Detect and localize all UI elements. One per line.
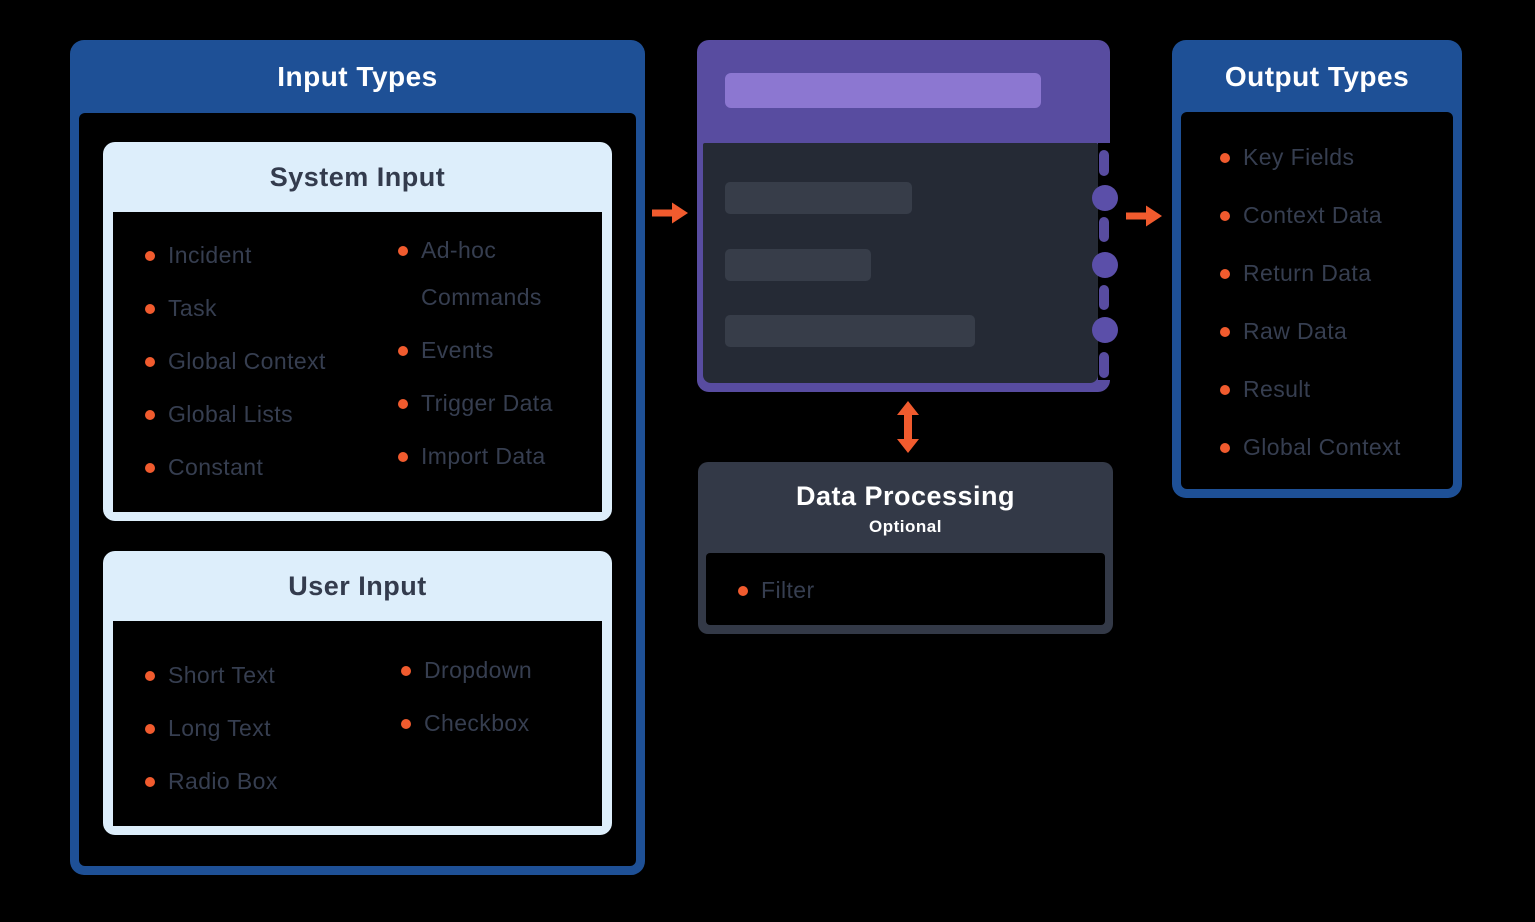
list-item-label: Short Text — [168, 662, 276, 688]
port-connector-dash — [1099, 352, 1109, 378]
arrow-vertical-double-icon — [897, 401, 919, 453]
system-input-right-column: Ad-hoc Commands Events Trigger Data Impo… — [398, 227, 594, 486]
list-item: Trigger Data — [398, 380, 594, 427]
system-input-list: Incident Task Global Context Global List… — [113, 212, 602, 512]
list-item-label: Raw Data — [1243, 318, 1348, 344]
list-item-label: Dropdown — [424, 657, 533, 683]
list-item-label: Filter — [761, 577, 815, 603]
placeholder-bar — [725, 249, 871, 281]
data-processing-card: Data Processing Optional Filter — [698, 462, 1113, 634]
bullet-icon — [145, 777, 155, 787]
port-connector-dash — [1099, 285, 1109, 310]
list-item: Long Text — [145, 705, 375, 752]
bullet-icon — [145, 251, 155, 261]
list-item: Ad-hoc Commands — [398, 227, 594, 321]
bullet-icon — [1220, 153, 1230, 163]
placeholder-bar — [725, 315, 975, 347]
list-item-label: Global Lists — [168, 401, 293, 427]
list-item-label: Result — [1243, 376, 1311, 402]
list-item: Global Context — [145, 338, 375, 385]
port-connector-dash — [1099, 217, 1109, 242]
list-item: Task — [145, 285, 375, 332]
list-item: Short Text — [145, 652, 375, 699]
output-types-title: Output Types — [1224, 61, 1410, 92]
bullet-icon — [738, 586, 748, 596]
user-input-list: Short Text Long Text Radio Box Dropdown … — [113, 621, 602, 826]
list-item-label: Radio Box — [168, 768, 278, 794]
arrow-right-icon — [652, 202, 688, 224]
list-item-label: Checkbox — [424, 710, 530, 736]
bullet-icon — [145, 304, 155, 314]
output-types-list: Key Fields Context Data Return Data Raw … — [1181, 112, 1453, 471]
user-input-left-column: Short Text Long Text Radio Box — [145, 652, 375, 811]
list-item: Return Data — [1220, 250, 1453, 297]
list-item: Global Lists — [145, 391, 375, 438]
bullet-icon — [145, 410, 155, 420]
list-item: Constant — [145, 444, 375, 491]
port-connector-dash — [1099, 150, 1109, 176]
user-input-card: User Input Short Text Long Text Radio Bo… — [103, 551, 612, 835]
list-item: Incident — [145, 232, 375, 279]
list-item: Radio Box — [145, 758, 375, 805]
output-types-panel: Output Types Key Fields Context Data Ret… — [1172, 40, 1462, 498]
bullet-icon — [401, 666, 411, 676]
data-processing-subtitle: Optional — [869, 517, 942, 536]
list-item-label: Ad-hoc Commands — [421, 237, 542, 310]
list-item: Context Data — [1220, 192, 1453, 239]
bullet-icon — [145, 724, 155, 734]
list-item-label: Key Fields — [1243, 144, 1355, 170]
system-input-card: System Input Incident Task Global Contex… — [103, 142, 612, 521]
bullet-icon — [145, 357, 155, 367]
arrow-right-icon — [1126, 205, 1162, 227]
list-item-label: Global Context — [1243, 434, 1401, 460]
bullet-icon — [1220, 269, 1230, 279]
list-item-label: Constant — [168, 454, 264, 480]
playbook-node — [697, 40, 1118, 392]
bullet-icon — [145, 463, 155, 473]
system-input-title: System Input — [269, 162, 446, 192]
list-item: Import Data — [398, 433, 594, 480]
bullet-icon — [401, 719, 411, 729]
list-item-label: Import Data — [421, 443, 546, 469]
user-input-title: User Input — [288, 571, 427, 601]
bullet-icon — [145, 671, 155, 681]
list-item: Key Fields — [1220, 134, 1453, 181]
list-item-label: Task — [168, 295, 217, 321]
list-item: Checkbox — [401, 700, 591, 747]
input-types-panel: Input Types System Input Incident Task G… — [70, 40, 645, 875]
system-input-left-column: Incident Task Global Context Global List… — [145, 232, 375, 497]
list-item-label: Global Context — [168, 348, 326, 374]
bullet-icon — [1220, 443, 1230, 453]
list-item: Dropdown — [401, 647, 591, 694]
placeholder-bar — [725, 182, 912, 214]
list-item: Global Context — [1220, 424, 1453, 471]
list-item-label: Return Data — [1243, 260, 1372, 286]
list-item-label: Long Text — [168, 715, 271, 741]
bullet-icon — [398, 399, 408, 409]
bullet-icon — [398, 246, 408, 256]
list-item-label: Events — [421, 337, 494, 363]
list-item: Events — [398, 327, 594, 374]
user-input-right-column: Dropdown Checkbox — [401, 647, 591, 753]
port-icon — [1092, 252, 1118, 278]
bullet-icon — [1220, 211, 1230, 221]
list-item: Filter — [738, 567, 1105, 614]
node-title-bar — [725, 73, 1041, 108]
list-item-label: Context Data — [1243, 202, 1383, 228]
list-item: Result — [1220, 366, 1453, 413]
port-icon — [1092, 317, 1118, 343]
data-processing-title: Data Processing — [795, 481, 1016, 511]
list-item-label: Incident — [168, 242, 252, 268]
list-item: Raw Data — [1220, 308, 1453, 355]
bullet-icon — [398, 452, 408, 462]
list-item-label: Trigger Data — [421, 390, 553, 416]
bullet-icon — [1220, 327, 1230, 337]
port-icon — [1092, 185, 1118, 211]
data-processing-list: Filter — [706, 553, 1105, 625]
bullet-icon — [1220, 385, 1230, 395]
bullet-icon — [398, 346, 408, 356]
output-types-body: Key Fields Context Data Return Data Raw … — [1181, 112, 1453, 489]
input-types-title: Input Types — [277, 61, 438, 92]
